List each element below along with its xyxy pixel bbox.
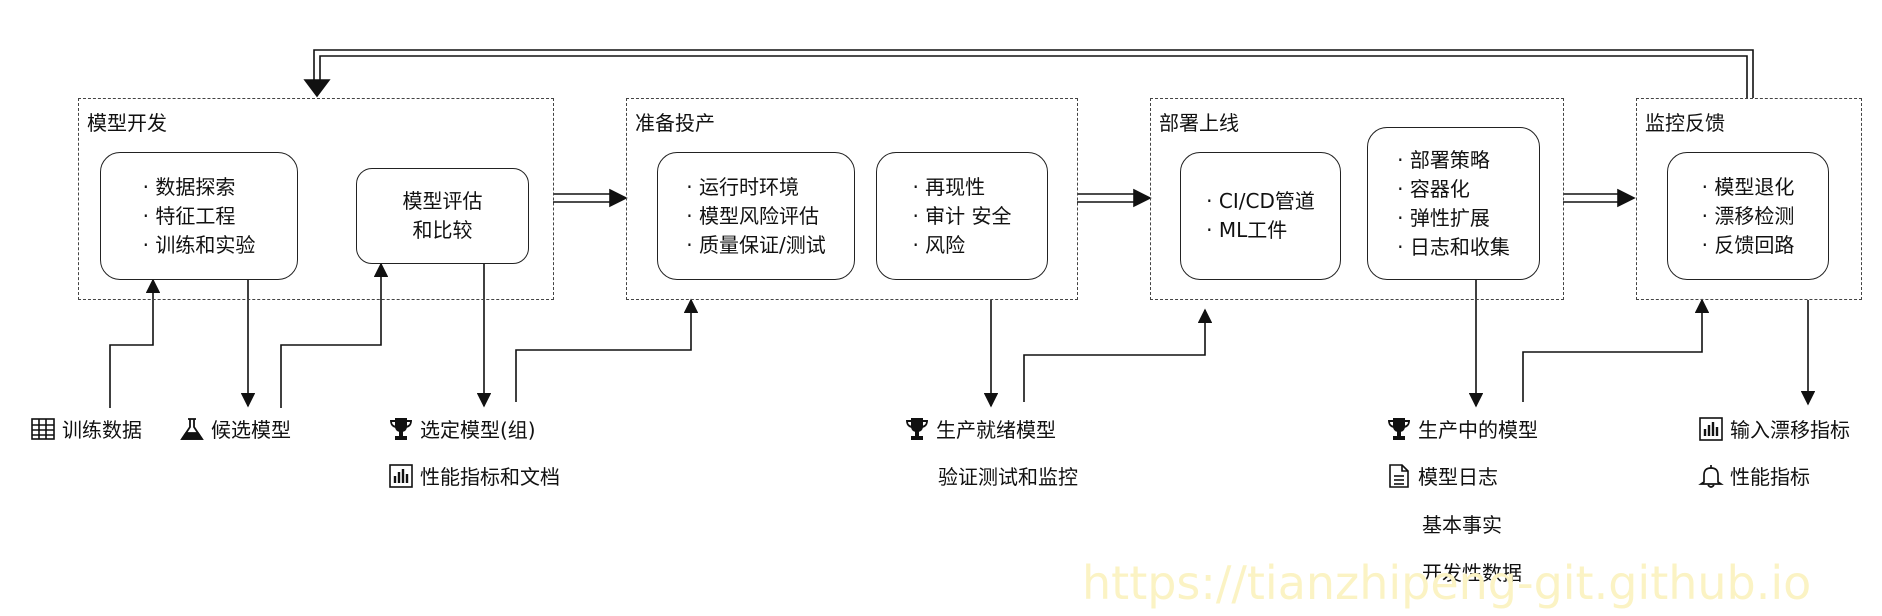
artifact-label: 生产中的模型: [1418, 418, 1538, 442]
stage-deploy: 部署上线: [1150, 98, 1564, 300]
list-item: 反馈回路: [1702, 231, 1794, 260]
artifact-candidate-model: 候选模型: [179, 414, 291, 443]
artifact-label: 输入漂移指标: [1730, 418, 1850, 442]
watermark: https://tianzhipeng-git.github.io: [1082, 556, 1812, 610]
bar-chart-icon: [388, 463, 414, 489]
artifact-label: 生产就绪模型: [936, 418, 1056, 442]
list-item: 模型风险评估: [686, 202, 825, 231]
arrow-candidate-to-evaluate: [280, 262, 389, 408]
list-item: 风险: [912, 231, 1011, 260]
box-model-degradation: 模型退化 漂移检测 反馈回路: [1667, 152, 1829, 280]
artifact-label: 训练数据: [62, 418, 142, 442]
artifact-label: 验证测试和监控: [938, 465, 1078, 489]
flask-icon: [179, 416, 205, 442]
box-line: 和比较: [412, 218, 473, 242]
artifact-label: 开发性数据: [1422, 561, 1522, 585]
bell-icon: [1698, 463, 1724, 489]
box-runtime: 运行时环境 模型风险评估 质量保证/测试: [657, 152, 855, 280]
artifact-ground-truth: 基本事实: [1422, 509, 1502, 538]
bar-chart-icon: [1698, 416, 1724, 442]
stage-monitor: 监控反馈: [1636, 98, 1862, 300]
list-item: 审计 安全: [912, 202, 1011, 231]
list-item: 部署策略: [1397, 146, 1510, 175]
table-icon: [30, 416, 56, 442]
stage-arrow-dev-to-prep: [553, 188, 628, 208]
trophy-icon: [1386, 416, 1412, 442]
list-item: 数据探索: [143, 173, 256, 202]
list-item: 运行时环境: [686, 173, 825, 202]
box-reproducibility: 再现性 审计 安全 风险: [876, 152, 1048, 280]
list-item: 模型退化: [1702, 173, 1794, 202]
list-item: 日志和收集: [1397, 233, 1510, 262]
artifact-metrics-docs: 性能指标和文档: [388, 461, 560, 490]
box-cicd: CI/CD管道 ML工件: [1180, 152, 1341, 280]
list-item: 容器化: [1397, 175, 1510, 204]
box-line: 模型评估: [402, 189, 483, 213]
artifact-model-log: 模型日志: [1386, 461, 1498, 490]
artifact-production-ready: 生产就绪模型: [904, 414, 1056, 443]
arrow-in-prod-to-monitor: [1522, 298, 1710, 402]
list-item: 质量保证/测试: [686, 231, 826, 260]
list-item: CI/CD管道: [1206, 187, 1315, 216]
stage-title: 准备投产: [635, 111, 715, 135]
list-item: 特征工程: [143, 202, 256, 231]
box-evaluate: 模型评估 和比较: [356, 168, 529, 264]
list-item: ML工件: [1206, 216, 1315, 245]
box-explore: 数据探索 特征工程 训练和实验: [100, 152, 298, 280]
artifact-label: 模型日志: [1418, 465, 1498, 489]
artifact-train-data: 训练数据: [30, 414, 142, 443]
stage-arrow-prep-to-deploy: [1077, 188, 1152, 208]
stage-model-dev: 模型开发: [78, 98, 554, 300]
stage-arrow-deploy-to-monitor: [1563, 188, 1636, 208]
artifact-performance-metric: 性能指标: [1698, 461, 1810, 490]
artifact-input-drift: 输入漂移指标: [1698, 414, 1850, 443]
list-item: 再现性: [912, 173, 1011, 202]
feedback-loop-arrow-outer: [313, 49, 1754, 98]
artifact-dev-data: 开发性数据: [1422, 557, 1522, 586]
trophy-icon: [904, 416, 930, 442]
artifact-verification: 验证测试和监控: [938, 461, 1078, 490]
trophy-icon: [388, 416, 414, 442]
list-item: 弹性扩展: [1397, 204, 1510, 233]
stage-prep-production: 准备投产: [626, 98, 1078, 300]
list-item: 训练和实验: [143, 231, 255, 260]
arrow-selected-to-prep: [515, 298, 699, 402]
feedback-loop-arrowhead: [303, 79, 331, 98]
artifact-label: 基本事实: [1422, 513, 1502, 537]
box-deploy-strategy: 部署策略 容器化 弹性扩展 日志和收集: [1367, 127, 1540, 280]
artifact-model-in-production: 生产中的模型: [1386, 414, 1538, 443]
feedback-loop-arrow-inner: [319, 55, 1748, 98]
artifact-label: 性能指标: [1730, 465, 1810, 489]
document-icon: [1386, 463, 1412, 489]
artifact-label: 性能指标和文档: [420, 465, 560, 489]
list-item: 漂移检测: [1702, 202, 1794, 231]
stage-title: 模型开发: [87, 111, 167, 135]
artifact-label: 候选模型: [211, 418, 291, 442]
stage-title: 监控反馈: [1645, 111, 1725, 135]
arrow-train-data-to-explore: [109, 278, 161, 408]
artifact-selected-models: 选定模型(组): [388, 414, 536, 443]
stage-title: 部署上线: [1159, 111, 1239, 135]
artifact-label: 选定模型(组): [420, 418, 536, 442]
arrow-prod-ready-to-deploy: [1023, 308, 1213, 402]
